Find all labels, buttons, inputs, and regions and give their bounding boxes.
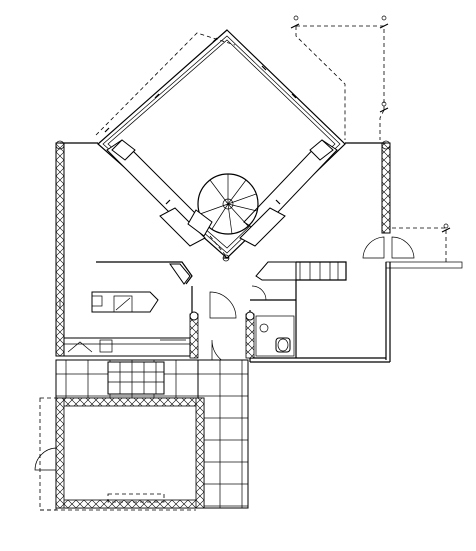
sink-icon [259, 323, 269, 333]
spiral-stair-icon [187, 173, 259, 262]
tiled-corridor [55, 359, 249, 509]
posts [189, 311, 255, 359]
east-entry [362, 223, 463, 269]
bathroom [255, 315, 295, 357]
built-in-benches [106, 139, 338, 247]
toilet-icon [277, 338, 289, 352]
kitchen [63, 291, 191, 357]
garage [39, 397, 205, 511]
exterior-walls [55, 140, 391, 363]
site-lines [290, 15, 389, 140]
light-fixture-icon [165, 199, 281, 259]
diamond-room [95, 29, 346, 259]
window-mullions [104, 37, 297, 133]
interior-walls [96, 261, 347, 362]
